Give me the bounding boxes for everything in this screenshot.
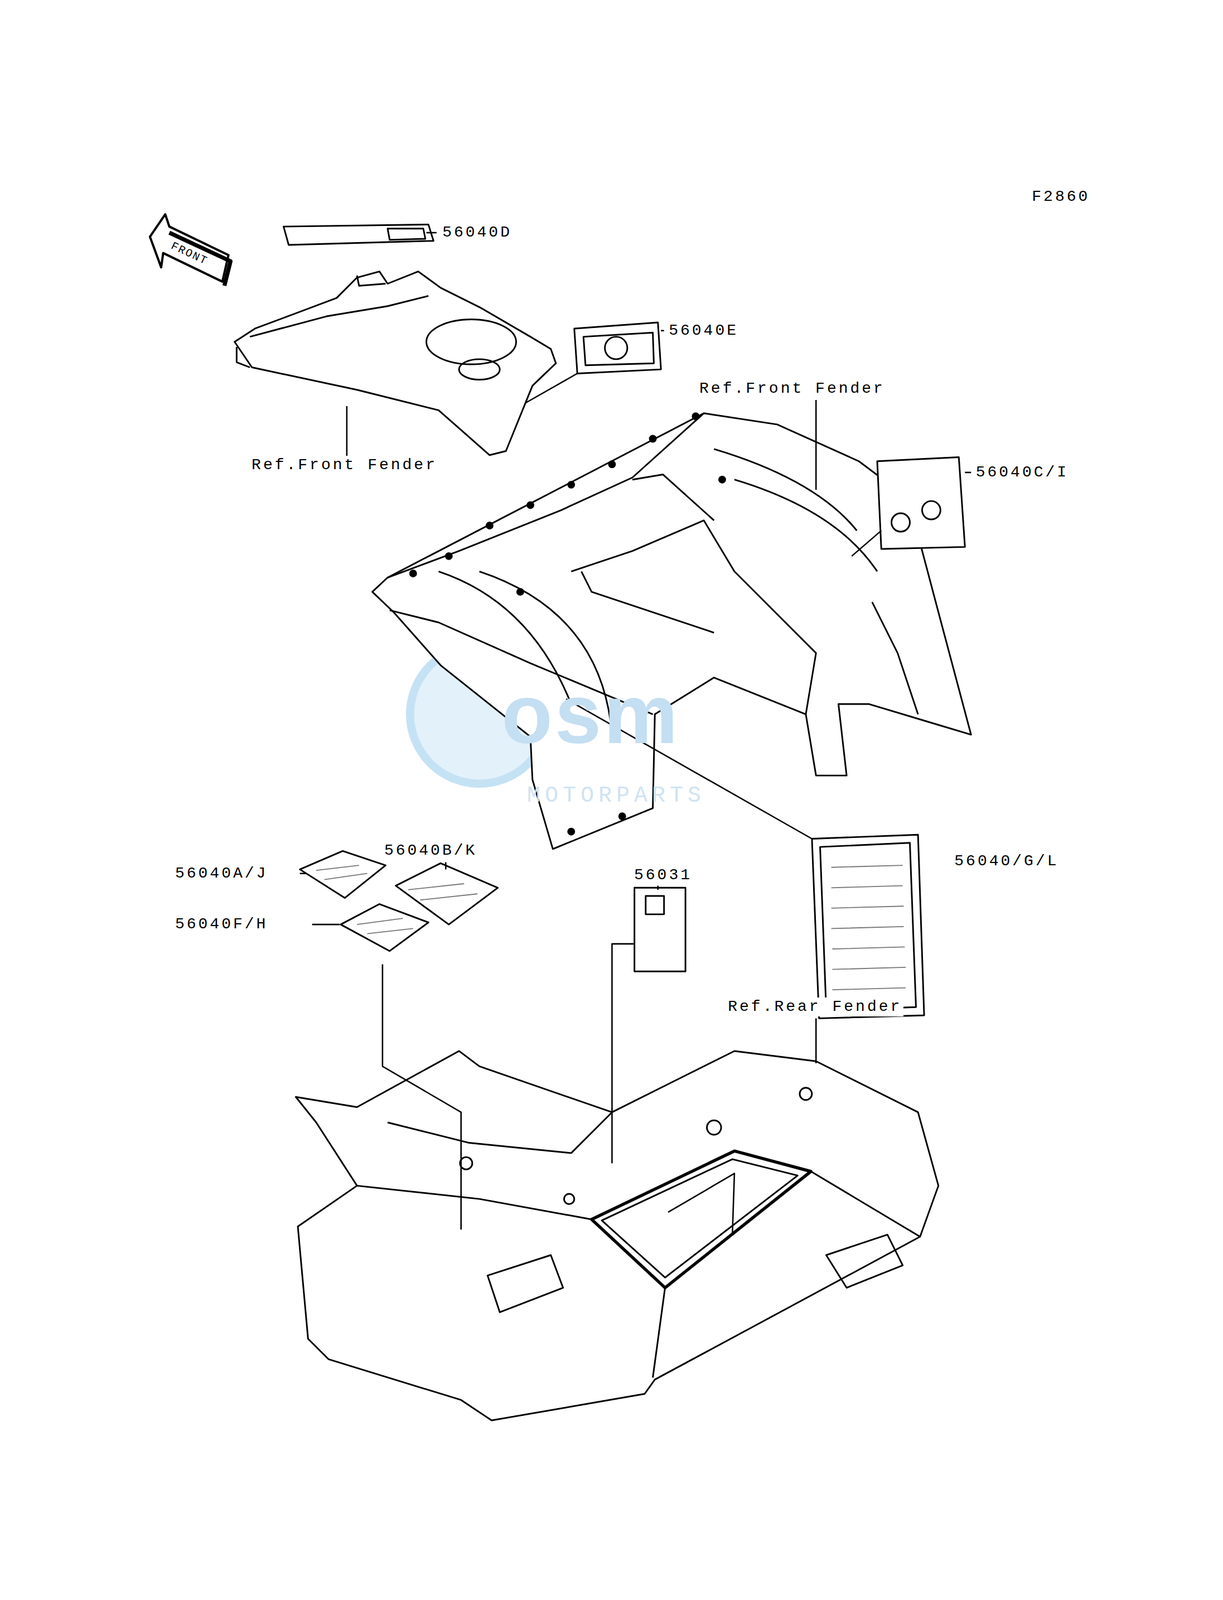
front-fender xyxy=(372,413,972,849)
callout-number: 56040B/K xyxy=(382,840,479,860)
front-arrow xyxy=(150,214,229,282)
reference-label: Ref.Rear Fender xyxy=(726,997,904,1017)
callout-number: 56031 xyxy=(632,865,694,885)
rear-fender xyxy=(295,1050,939,1420)
figure-number: F2860 xyxy=(1030,187,1092,207)
front-fender-cover xyxy=(234,271,557,456)
callout-number: 56040A/J xyxy=(173,863,270,883)
callout-number: 56040E xyxy=(666,321,741,341)
callout-number: 56040D xyxy=(440,223,514,243)
leader-lines xyxy=(300,232,971,1235)
decals xyxy=(283,224,965,1018)
callout-number: 56040C/I xyxy=(974,462,1071,482)
watermark: MOTORPARTS xyxy=(525,782,708,809)
callout-number: 56040F/H xyxy=(173,914,270,934)
decal-hatching xyxy=(316,864,906,990)
callout-number: 56040/G/L xyxy=(952,851,1061,871)
front-arrow-label: FRONT xyxy=(167,239,212,269)
reference-label: Ref.Front Fender xyxy=(249,455,439,475)
reference-label: Ref.Front Fender xyxy=(697,379,887,399)
watermark: osm xyxy=(499,665,682,763)
